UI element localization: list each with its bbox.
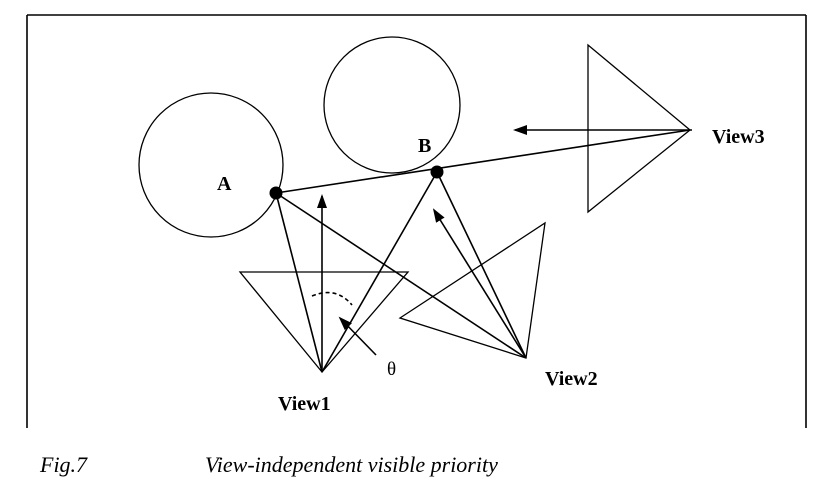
view1-frustum bbox=[238, 271, 410, 374]
label-view3: View3 bbox=[712, 126, 765, 148]
label-point-a: A bbox=[217, 173, 232, 195]
circle-a bbox=[138, 92, 284, 238]
label-view1: View1 bbox=[278, 393, 331, 415]
figure-frame bbox=[26, 14, 807, 428]
line-a-b-view3 bbox=[275, 129, 691, 194]
view2-frustum bbox=[398, 221, 546, 359]
label-view2: View2 bbox=[545, 368, 598, 390]
view2-direction-arrow bbox=[432, 208, 527, 359]
ray-view1-to-a bbox=[275, 192, 323, 373]
theta-pointer-arrow bbox=[338, 316, 377, 356]
ray-view1-to-b bbox=[321, 171, 438, 373]
circle-b bbox=[323, 36, 461, 174]
label-theta: θ bbox=[387, 359, 396, 380]
label-point-b: B bbox=[418, 135, 431, 157]
caption-title: View-independent visible priority bbox=[205, 452, 498, 477]
point-b-dot bbox=[430, 165, 444, 179]
caption-number: Fig.7 bbox=[39, 452, 88, 477]
ray-view2-to-a bbox=[275, 192, 527, 359]
ray-view2-to-b bbox=[436, 171, 527, 359]
view3-frustum bbox=[587, 43, 692, 214]
theta-arc bbox=[311, 291, 353, 306]
point-a-dot bbox=[269, 186, 283, 200]
